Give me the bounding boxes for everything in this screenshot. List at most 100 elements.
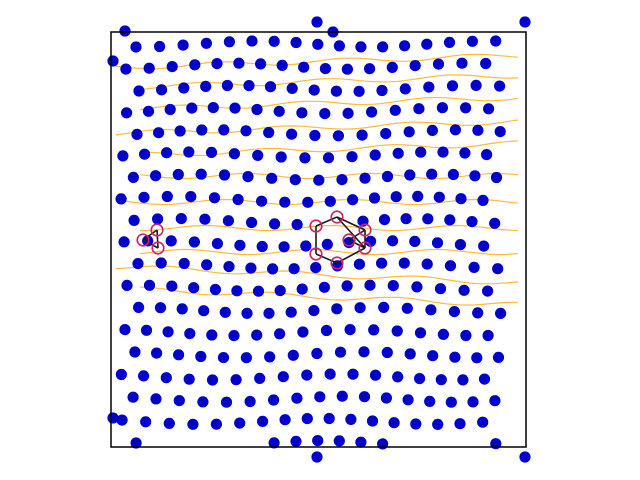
particle-dot	[154, 302, 167, 314]
particle-dot	[286, 82, 298, 94]
particle-dot	[332, 130, 344, 142]
particle-dot	[381, 346, 393, 359]
particle-dot	[472, 124, 484, 136]
streamline	[140, 224, 519, 232]
particle-dot	[223, 261, 235, 273]
particle-dot	[234, 239, 246, 251]
particle-dot	[421, 258, 433, 270]
particle-dot	[208, 192, 221, 204]
particle-dot	[256, 195, 268, 207]
particle-dot	[120, 63, 132, 75]
defect-bond	[315, 253, 338, 264]
particle-dot	[381, 170, 394, 183]
particle-dot	[356, 129, 368, 141]
particle-dot	[401, 302, 413, 314]
particle-dot	[426, 168, 438, 180]
particle-dot	[264, 81, 277, 93]
particle-dot	[346, 151, 358, 163]
particle-dot	[425, 304, 437, 316]
particle-dot	[298, 61, 310, 73]
particle-dot	[115, 193, 127, 205]
particle-dot	[243, 80, 255, 92]
particle-dot	[143, 62, 155, 74]
particle-dot	[468, 261, 480, 273]
particle-dot	[300, 240, 312, 252]
particle-dot	[252, 285, 265, 297]
streamline	[139, 140, 519, 157]
particle-dot	[210, 418, 222, 430]
particle-dot	[359, 172, 371, 184]
particle-dot	[228, 330, 240, 342]
streamline	[139, 248, 519, 256]
particle-dot	[133, 85, 145, 97]
particle-dot	[478, 373, 491, 385]
defect-site	[358, 223, 372, 237]
particle-dot	[246, 35, 258, 47]
defect-bond	[348, 239, 366, 249]
particle-dot	[309, 129, 321, 142]
particle-dot	[415, 146, 427, 158]
particle-dot	[240, 352, 252, 364]
particle-dot	[376, 257, 388, 269]
particle-dot	[165, 235, 177, 247]
particle-dot	[336, 174, 348, 186]
particle-dot	[364, 279, 376, 291]
particle-dot	[299, 152, 311, 164]
particle-dot	[459, 147, 471, 159]
particle-dot	[153, 127, 165, 139]
particle-dot	[140, 324, 153, 336]
particle-dot	[221, 79, 233, 92]
particle-dot	[432, 58, 445, 70]
particle-dot	[142, 105, 155, 117]
particle-dot	[195, 168, 207, 180]
particle-dot	[273, 105, 285, 117]
particle-dot	[482, 285, 494, 297]
particle-dot	[324, 195, 336, 207]
particle-dot	[116, 414, 128, 426]
particle-dot	[277, 371, 289, 383]
streamline	[115, 53, 519, 70]
particle-dot	[366, 106, 378, 118]
particle-dot	[257, 415, 269, 427]
particle-dot	[399, 83, 411, 95]
particle-dot	[308, 84, 320, 96]
particle-dot	[389, 104, 401, 116]
particle-dot	[289, 174, 301, 186]
particle-dot	[279, 414, 291, 426]
box-frame	[110, 31, 527, 448]
particle-dot	[345, 413, 357, 425]
particle-dot	[482, 329, 494, 342]
particle-dot	[481, 149, 493, 161]
particle-dot	[409, 60, 421, 72]
particle-dot	[330, 85, 342, 97]
particle-dot	[161, 147, 173, 159]
particle-dot	[188, 282, 200, 294]
particle-dot	[308, 305, 320, 317]
particle-dot	[264, 351, 276, 363]
particle-dot	[365, 235, 377, 247]
particle-dot	[495, 307, 507, 319]
particle-dot	[127, 171, 139, 183]
particle-dot	[228, 148, 240, 160]
streamline	[139, 74, 519, 90]
defect-site	[309, 247, 323, 261]
particle-dot	[177, 39, 189, 51]
defect-site	[358, 241, 372, 255]
particle-dot	[183, 373, 195, 385]
particle-dot	[161, 190, 173, 203]
particle-dot	[276, 59, 288, 71]
particle-dot	[368, 324, 380, 336]
particle-dot	[231, 285, 243, 297]
defect-bond	[315, 216, 338, 227]
particle-dot	[467, 396, 479, 408]
particle-dot	[206, 329, 218, 341]
particle-dot	[354, 302, 366, 314]
particle-dot	[422, 213, 434, 225]
particle-dot	[444, 214, 456, 226]
particle-dot	[196, 124, 208, 136]
particle-dot	[132, 258, 144, 270]
particle-dot	[152, 213, 164, 225]
particle-dot	[404, 169, 416, 181]
particle-dot	[403, 126, 415, 138]
particle-dot	[334, 346, 347, 358]
